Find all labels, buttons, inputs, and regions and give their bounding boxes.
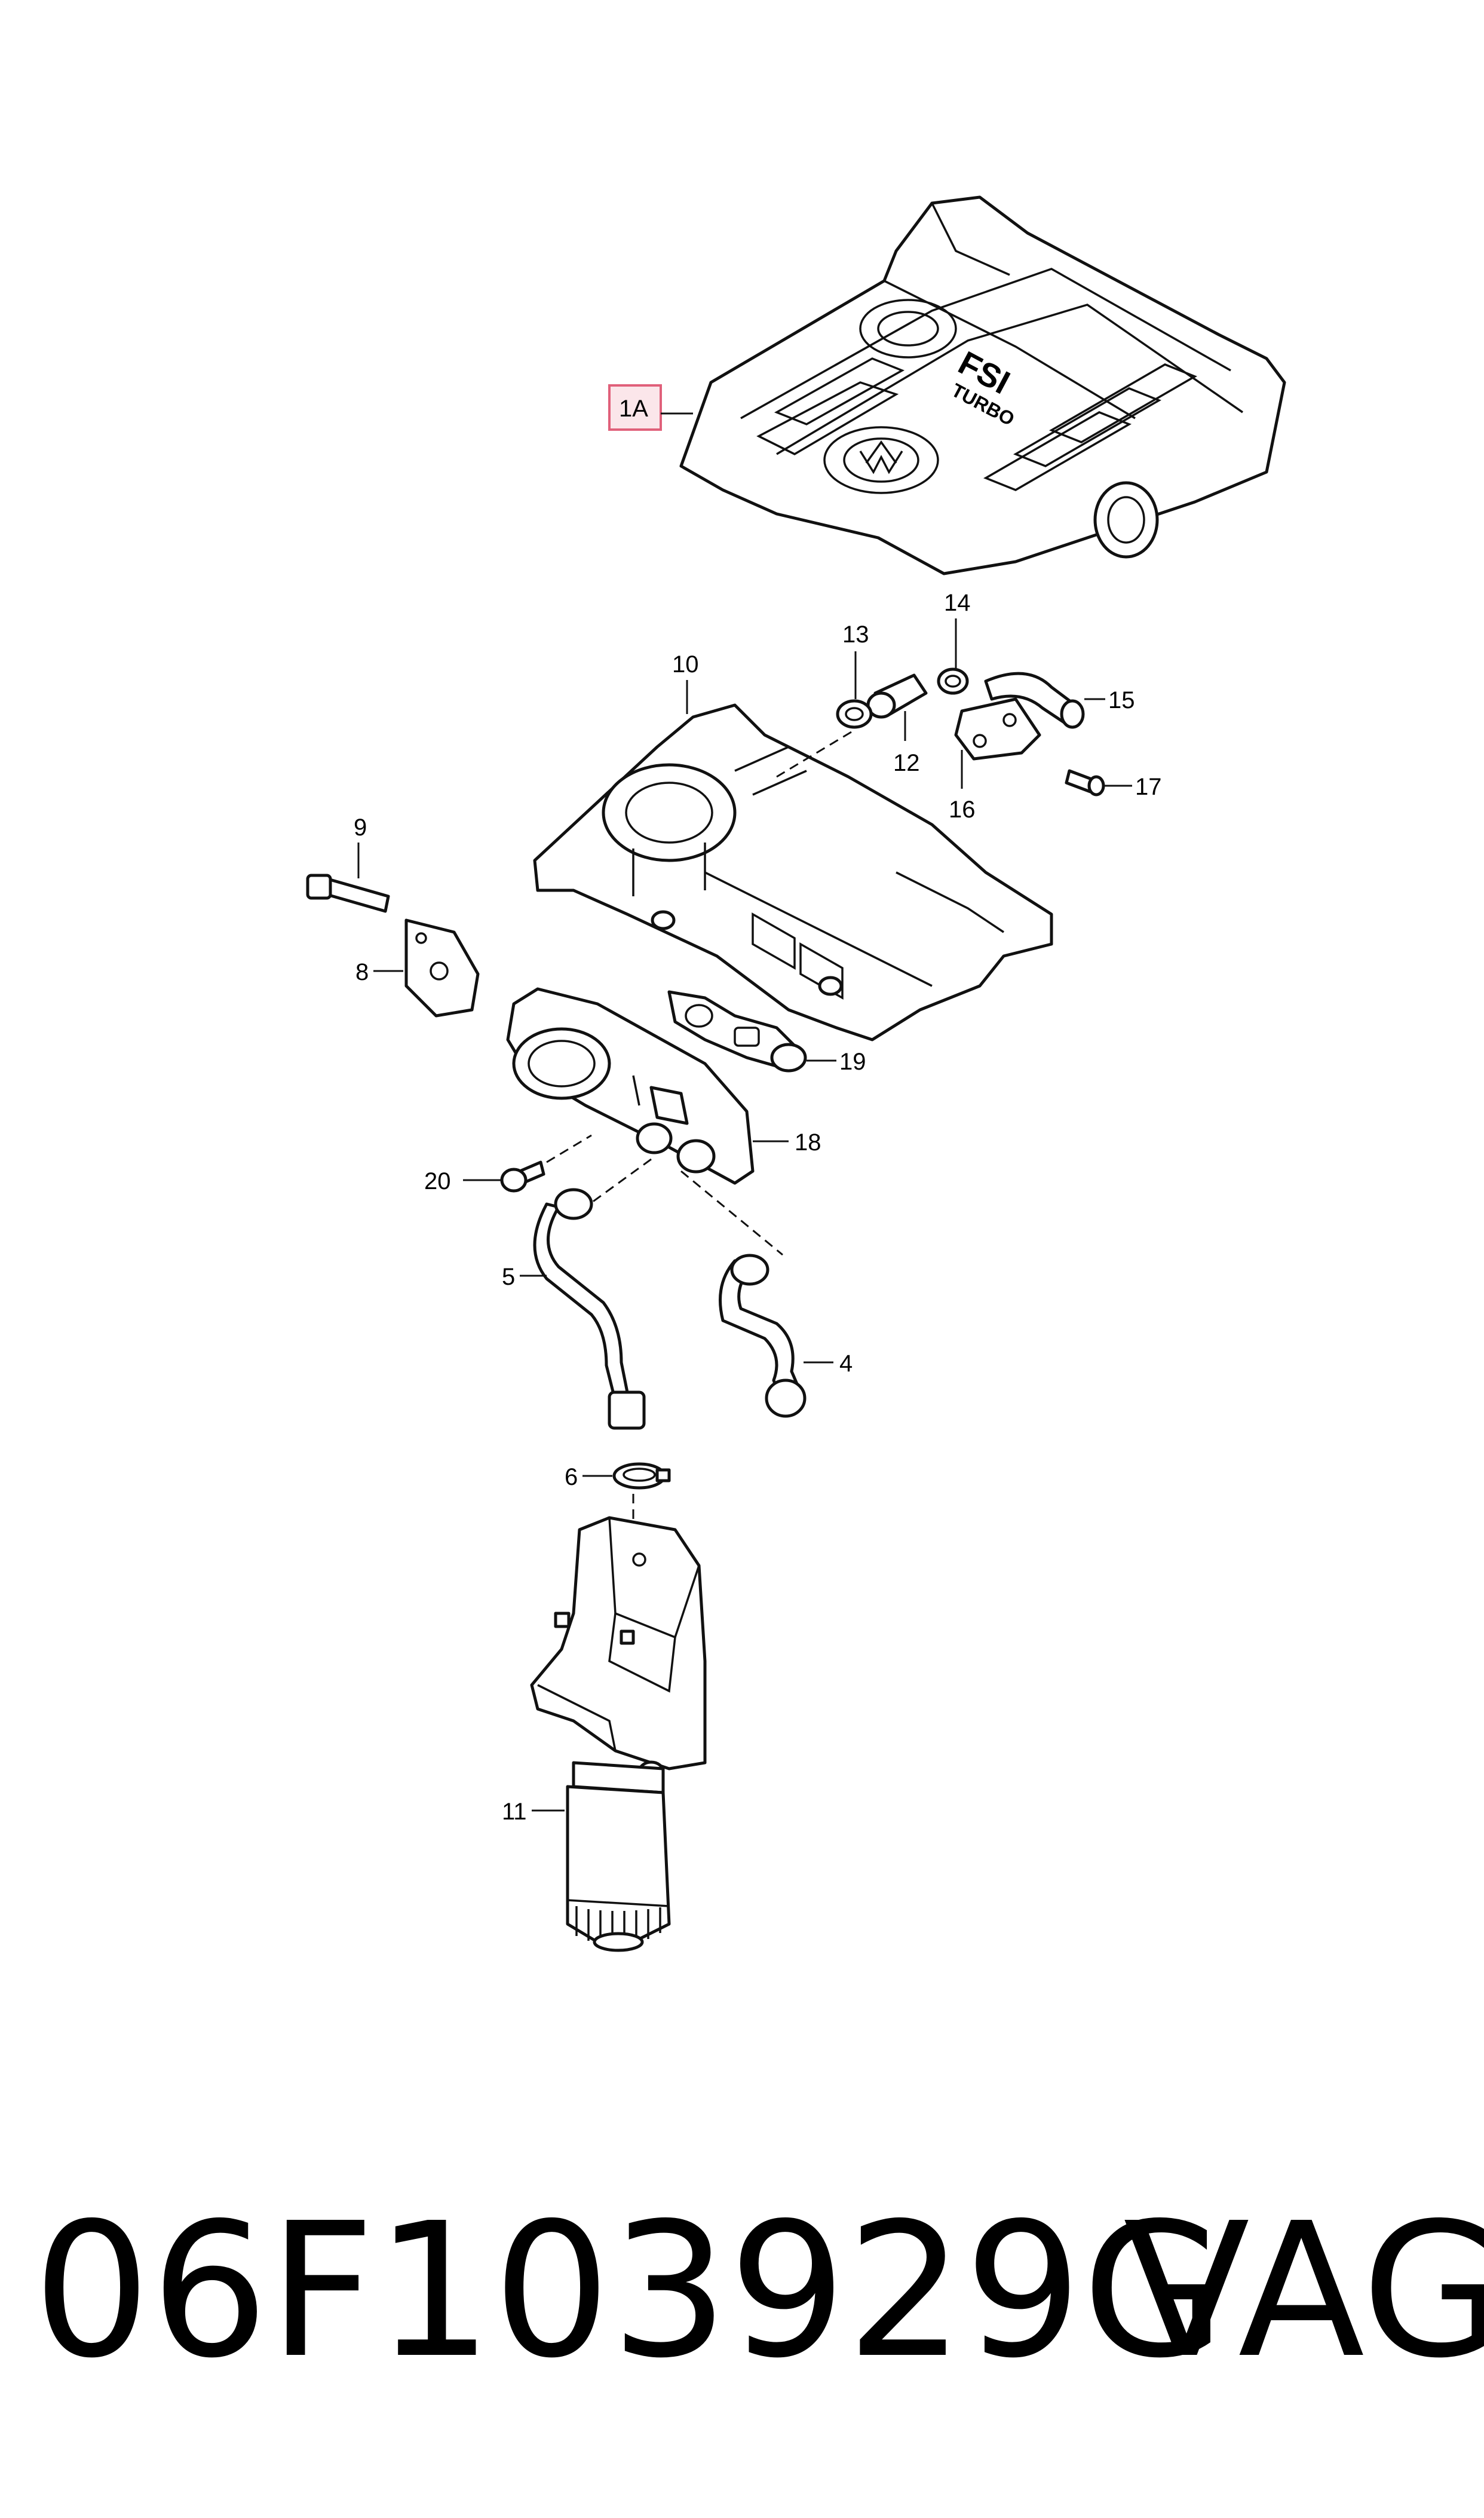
part-number: 06F103929G (33, 2183, 1226, 2399)
oil-separator-18 (506, 987, 755, 1185)
label-18: 18 (795, 1129, 821, 1156)
label-1a: 1A (619, 396, 648, 422)
gasket-16 (954, 697, 1041, 761)
label-11: 11 (502, 1799, 527, 1825)
engine-cover: FSI TURBO (679, 195, 1286, 575)
hose-15 (984, 672, 1085, 729)
plate-8 (404, 918, 480, 1018)
bolt-17 (1065, 769, 1105, 797)
clamp-13 (836, 699, 873, 729)
label-19: 19 (839, 1049, 866, 1075)
label-5: 5 (502, 1264, 515, 1290)
brand-name: VAG (1123, 2183, 1484, 2399)
bolt-9 (306, 874, 390, 913)
label-8: 8 (355, 959, 369, 985)
label-box-1a (608, 384, 662, 431)
label-4: 4 (839, 1350, 853, 1377)
screw-20 (500, 1160, 545, 1193)
cylinder-head-cover (533, 703, 1053, 1041)
label-13: 13 (842, 621, 869, 648)
label-20: 20 (424, 1168, 451, 1194)
label-14: 14 (944, 590, 971, 616)
exploded-parts-diagram: FSI TURBO 1A 10 12 13 14 (306, 195, 1286, 1952)
label-10: 10 (672, 651, 699, 678)
gasket-19 (667, 990, 807, 1073)
label-16: 16 (949, 797, 976, 823)
label-9: 9 (354, 814, 367, 841)
clamp-6 (612, 1462, 671, 1490)
clamp-14 (937, 667, 969, 695)
label-6: 6 (565, 1464, 578, 1490)
footer: 06F103929G VAG (0, 2175, 1484, 2474)
breather-hose-12 (866, 673, 928, 719)
label-17: 17 (1135, 774, 1162, 800)
label-12: 12 (893, 750, 920, 776)
hose-5 (533, 1188, 646, 1430)
label-15: 15 (1108, 687, 1135, 713)
hose-4 (719, 1254, 807, 1418)
oil-filter-housing-11 (530, 1516, 707, 1952)
